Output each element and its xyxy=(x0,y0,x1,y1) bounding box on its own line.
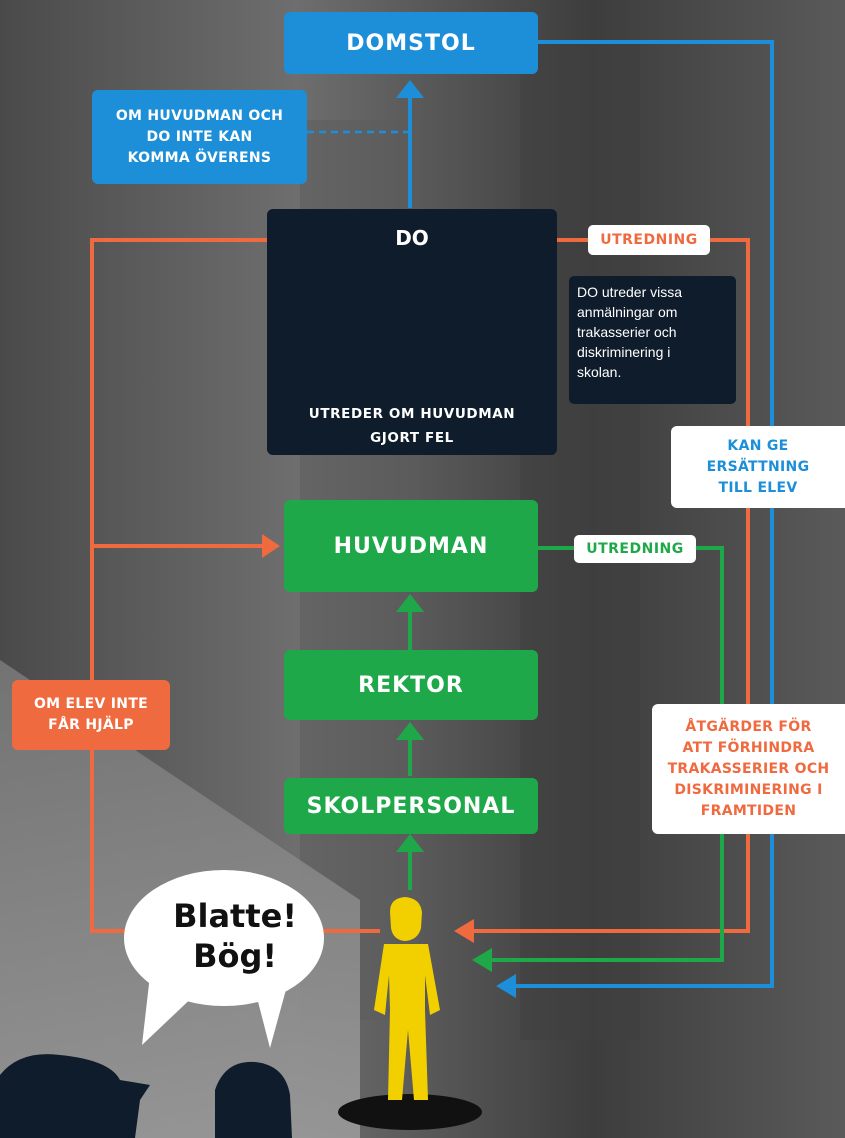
node-skolpersonal: SKOLPERSONAL xyxy=(284,778,538,834)
label-atgarder-line4: DISKRIMINERING I xyxy=(674,781,823,798)
label-om-elev-line2: FÅR HJÄLP xyxy=(48,717,134,733)
label-atgarder: ÅTGÄRDER FÖR ATT FÖRHINDRA TRAKASSERIER … xyxy=(652,704,845,834)
node-huvudman: HUVUDMAN xyxy=(284,500,538,592)
arrowhead-up-domstol xyxy=(396,80,424,98)
label-kan-ge-line2: ERSÄTTNING xyxy=(706,458,810,475)
node-huvudman-label: HUVUDMAN xyxy=(333,533,489,559)
node-do-title: DO xyxy=(395,226,429,250)
node-do-subtitle-line1: UTREDER OM HUVUDMAN xyxy=(308,406,516,422)
node-skolpersonal-label: SKOLPERSONAL xyxy=(306,793,516,819)
tag-utredning-huvudman: UTREDNING xyxy=(574,535,696,563)
label-kan-ge-line1: KAN GE xyxy=(727,437,789,454)
do-info-note-line5: skolan. xyxy=(577,364,622,380)
domstol-to-student-line xyxy=(510,40,774,988)
node-do xyxy=(267,209,557,455)
speech-bubble-text: Blatte! Bög! xyxy=(150,896,320,976)
arrowhead-up-rektor xyxy=(396,722,424,740)
node-rektor: REKTOR xyxy=(284,650,538,720)
label-kan-ge-line3: TILL ELEV xyxy=(718,479,798,496)
node-domstol: DOMSTOL xyxy=(284,12,538,74)
label-atgarder-line5: FRAMTIDEN xyxy=(700,802,797,819)
bully-silhouettes xyxy=(0,1054,292,1138)
label-om-elev-line1: OM ELEV INTE xyxy=(33,696,149,712)
label-atgarder-line1: ÅTGÄRDER FÖR xyxy=(685,718,812,735)
speech-bubble-shape xyxy=(124,870,324,1048)
label-atgarder-line2: ATT FÖRHINDRA xyxy=(682,739,815,756)
node-do-subtitle: UTREDER OM HUVUDMAN GJORT FEL xyxy=(267,402,557,450)
tag-utredning-do: UTREDNING xyxy=(588,225,710,255)
label-atgarder-line3: TRAKASSERIER OCH xyxy=(667,760,830,777)
student-figure xyxy=(338,897,482,1130)
node-domstol-label: DOMSTOL xyxy=(346,30,476,56)
blue-connectors xyxy=(307,40,774,988)
arrowhead-left-orange xyxy=(454,919,474,943)
label-om-elev: OM ELEV INTE FÅR HJÄLP xyxy=(12,680,170,750)
tag-utredning-huvudman-label: UTREDNING xyxy=(586,541,684,557)
arrowhead-right-huvudman xyxy=(262,534,280,558)
do-info-note-line4: diskriminering i xyxy=(577,344,671,360)
label-om-huvudman-line1: OM HUVUDMAN OCH xyxy=(115,107,284,124)
label-om-huvudman-line3: KOMMA ÖVERENS xyxy=(127,149,272,166)
node-do-subtitle-line2: GJORT FEL xyxy=(370,430,454,446)
label-kan-ge-ersattning: KAN GE ERSÄTTNING TILL ELEV xyxy=(671,426,845,508)
arrowhead-left-blue xyxy=(496,974,516,998)
arrowhead-left-green xyxy=(472,948,492,972)
do-info-note-line2: anmälningar om xyxy=(577,304,678,320)
node-rektor-label: REKTOR xyxy=(358,672,464,698)
do-info-note: DO utreder vissa anmälningar om trakasse… xyxy=(569,276,736,404)
speech-line2: Bög! xyxy=(193,937,277,975)
arrowhead-up-huvudman xyxy=(396,594,424,612)
label-om-huvudman-line2: DO INTE KAN xyxy=(146,128,253,145)
do-info-note-line3: trakasserier och xyxy=(577,324,677,340)
tag-utredning-do-label: UTREDNING xyxy=(600,232,698,248)
arrowhead-up-skolpersonal xyxy=(396,834,424,852)
do-info-note-line1: DO utreder vissa xyxy=(577,284,683,300)
speech-line1: Blatte! xyxy=(173,897,297,935)
label-om-huvudman: OM HUVUDMAN OCH DO INTE KAN KOMMA ÖVEREN… xyxy=(92,90,307,184)
